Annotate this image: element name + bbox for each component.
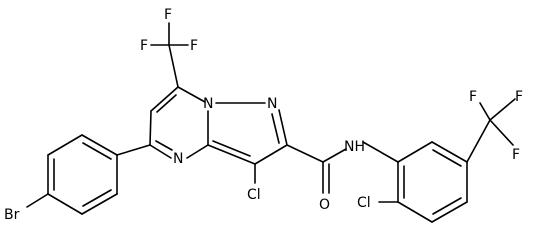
bond-ca3-ca4-double <box>432 197 462 215</box>
structure-canvas: F F F N N N Cl O NH Cl F F F Br <box>4 7 523 223</box>
atom-label-n-pyrimidine: N <box>173 151 183 167</box>
bond-cp1-cp2-double <box>82 142 112 160</box>
bond-cp1-cp2 <box>81 134 118 156</box>
bond-cp2-cp3 <box>47 134 83 156</box>
bond-ccarbonyl-nh <box>322 148 347 163</box>
atom-label-cl-aryl: Cl <box>357 195 371 211</box>
bond-c5-n4-double <box>155 140 173 151</box>
atom-label-cl-ring: Cl <box>247 187 261 203</box>
bond-n4-c3a <box>186 144 209 159</box>
bond-c5-cp1 <box>116 144 151 156</box>
atom-label-o: O <box>319 197 330 213</box>
bond-ca5-ca6-double <box>432 149 462 167</box>
bond-c7-cf3 <box>168 44 179 88</box>
atom-label-n-pyrazole: N <box>267 96 277 112</box>
bond-c5-n4 <box>149 144 172 159</box>
bond-c7-n1 <box>177 86 206 103</box>
atom-label-f4: F <box>469 89 477 105</box>
bond-c6-c5 <box>149 110 152 146</box>
molecule-structure: F F F N N N Cl O NH Cl F F F Br <box>4 7 523 223</box>
bond-c3-c3a-double <box>212 140 251 157</box>
bond-cf3b-f5 <box>489 98 516 121</box>
bond-c2-c3 <box>254 144 288 165</box>
atom-label-f6: F <box>512 147 520 163</box>
bond-nh-ca1 <box>362 141 399 163</box>
bond-cp4-cp5 <box>47 193 83 215</box>
atom-label-f5: F <box>515 89 523 105</box>
bond-cp5-cp6-double <box>82 189 112 207</box>
bond-c7-c6 <box>150 86 179 112</box>
bond-cp5-cp6 <box>81 193 118 215</box>
bond-c2-ccarbonyl <box>286 144 324 163</box>
bond-ca2-ca3 <box>397 201 433 223</box>
bond-cf3b-f6 <box>489 119 514 146</box>
bond-cp4-br <box>26 193 49 208</box>
bond-c7-c6-double <box>156 94 177 113</box>
atom-label-br: Br <box>4 207 20 223</box>
bond-ca3-ca4 <box>431 201 468 223</box>
atom-label-f3: F <box>190 38 198 54</box>
atom-label-n-bridge: N <box>203 96 213 112</box>
bond-ca5-cf3 <box>466 119 491 163</box>
atom-label-f1: F <box>140 38 148 54</box>
bond-n2-c2-double <box>271 113 280 144</box>
bond-ca6-ca1 <box>397 141 433 163</box>
atom-label-nh: NH <box>344 139 365 155</box>
bond-ca5-ca6 <box>431 141 468 163</box>
bond-cf3b-f4 <box>479 102 491 121</box>
bond-n2-c2 <box>278 109 288 146</box>
bond-c3-c3a <box>207 144 256 165</box>
atom-label-f2: F <box>164 7 172 23</box>
